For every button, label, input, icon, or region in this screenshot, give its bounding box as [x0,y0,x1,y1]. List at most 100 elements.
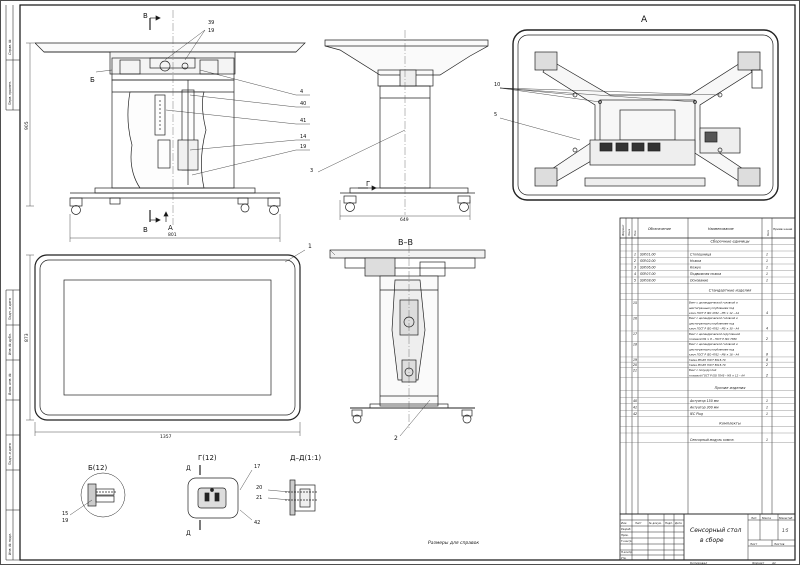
margin-label-7: Инв. № подл. [8,533,12,555]
callout-41: 41 [300,118,306,124]
callout-1: 1 [308,243,312,250]
spec-qty: 4 [766,327,768,331]
spec-qty: 2 [766,337,768,341]
spec-qty: 1 [766,399,768,403]
spec-qty: 8 [766,358,768,362]
callout-4: 4 [300,89,303,95]
spec-name: Столешница [690,253,711,257]
spec-name: Актуатор 300 мм [689,405,719,409]
spec-table-header: Формат Зона Поз. Обозначение Наименовани… [621,224,793,236]
spec-qty: 2 [766,363,768,367]
front-view [26,10,310,242]
spec-qty: 1 [766,253,768,257]
margin-label-6: Подп. и дата [8,443,12,465]
spec-name: Винт с цилиндрической скругленной [689,332,740,336]
callout-21: 21 [256,495,262,501]
title-stage-label: Лит. [750,516,758,520]
callout-19a: 19 [208,28,214,34]
spec-table-grid [619,217,796,515]
marker-b-label: Б [90,76,95,84]
spec-code: SSP.01.00 [640,253,656,257]
section-bb-title: В–В [398,238,413,247]
view-a [499,29,779,201]
title-role-norm-control: Н.контр. [621,550,633,554]
spec-section-title: Стандартные изделия [709,288,752,292]
margin-label-2: Справ. № [8,39,12,55]
spec-qty: 1 [766,279,768,283]
spec-name: Основание [690,279,708,283]
margin-labels: Перв. примен. Справ. № Подп. и дата Инв.… [8,39,12,555]
callout-10: 10 [494,82,500,88]
side-view-labels: 3 Г 649 [310,168,409,223]
spec-qty: 1 [766,272,768,276]
spec-name: Гайка М5-6Н ГОСТ 5915-70 [689,358,726,362]
spec-name: головкой ГОСТ Р ISO 7045 – M3 × 12 – А4 [689,373,745,377]
view-a-labels: А 10 5 [494,15,648,118]
callout-3: 3 [310,168,313,174]
callout-19b: 19 [300,144,306,150]
callout-42: 42 [254,520,260,526]
spec-pos: 1 [634,253,636,257]
spec-qty: 1 [766,266,768,270]
spec-pos: 19 [633,358,637,362]
spec-name: Винт с цилиндрической головкой и [689,316,738,320]
dim-front-height: 905 [24,121,30,130]
spec-qty: 1 [766,405,768,409]
plan-view-labels: 1 873 1357 [24,243,312,440]
spec-name: шестигранным углублением под [689,347,734,351]
copied-label: Копировал [690,561,707,565]
spec-code: SSP.06.00 [640,266,656,270]
spec-header-pos: Поз. [633,230,637,236]
detail-g-labels: Г(12) Д Д 17 42 [186,454,260,537]
spec-name: шестигранным углублением под [689,321,734,325]
dim-side-width: 649 [400,217,409,223]
spec-section-title: Комплекты [719,422,741,426]
arrow-a-bottom-label: А [168,224,173,232]
detail-g-title: Г(12) [198,454,217,462]
drawing-title-line2: в сборе [700,537,724,544]
spec-section-title: Сборочные единицы [710,240,749,244]
callout-15: 15 [62,511,68,517]
section-bb-view [329,245,486,437]
title-sheets-label: Листов [773,542,785,546]
spec-pos: 5 [634,279,636,283]
spec-name: головкой М4 × 8 – ГОСТ Р ISO 7380 [689,337,737,341]
title-role-approver: Утв. [621,556,627,560]
spec-header-zone: Зона [627,229,631,236]
front-view-labels: В В А Б 39 19 4 40 41 14 19 905 801 [24,12,306,238]
spec-pos: 21 [633,368,637,372]
spec-pos: 20 [633,363,637,367]
spec-header-name: Наименование [708,227,734,231]
spec-pos: 17 [633,332,637,336]
detail-dd [267,479,318,516]
spec-pos: 42 [633,412,637,416]
margin-label-1: Перв. примен. [8,81,12,105]
spec-pos: 2 [634,259,636,263]
spec-qty: 8 [766,353,768,357]
spec-qty: 2 [766,373,768,377]
margin-label-4: Инв. № дубл. [8,333,12,355]
spec-name: Подвижная ножка [690,272,721,276]
dim-plan-height: 873 [24,333,30,342]
spec-name: шестигранным углублением под [689,306,734,310]
view-a-title: А [641,15,648,25]
format-label: Формат [752,561,764,565]
spec-name: Кожух [690,266,701,270]
callout-39: 39 [208,20,214,26]
title-col-sheet: Лист [634,521,642,525]
spec-section-title: Прочие изделия [715,386,747,390]
title-col-date: Дата [674,521,682,525]
callout-2: 2 [394,435,398,442]
spec-pos: 18 [633,342,637,346]
title-col-sign: Подп. [665,521,673,525]
title-block-grid [619,513,796,561]
spec-name: Сенсорный модуль компл. [690,438,734,442]
spec-qty: 1 [766,412,768,416]
spec-pos: 41 [633,405,637,409]
spec-pos: 15 [633,301,637,305]
spec-name: Актуатор 150 мм [689,399,719,403]
title-mass-label: Масса [762,516,771,520]
section-b-top-label: В [143,12,148,20]
margin-label-3: Подп. и дата [8,298,12,320]
margin-label-5: Взам. инв. № [8,373,12,395]
